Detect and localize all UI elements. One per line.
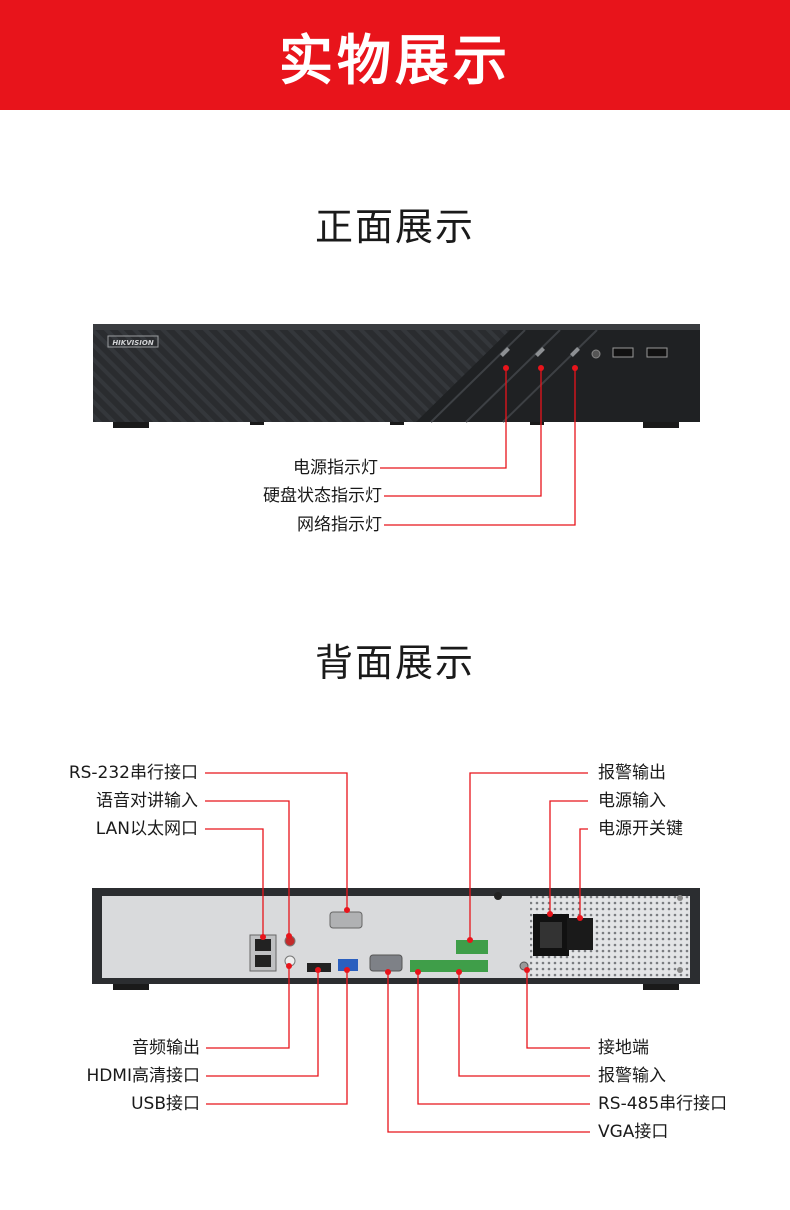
- power-switch-icon: [567, 918, 593, 950]
- front-section-title: 正面展示: [314, 205, 475, 249]
- back-leader-lines: [205, 772, 590, 1133]
- front-leader-lines: [380, 368, 576, 526]
- back-label-voice-input: 语音对讲输入: [96, 791, 198, 811]
- back-label-usb: USB接口: [131, 1094, 200, 1114]
- front-label-network-led: 网络指示灯: [297, 515, 382, 535]
- back-section-title: 背面展示: [314, 641, 475, 685]
- back-label-alarm-out: 报警输出: [598, 763, 666, 783]
- front-screw-icon: [591, 349, 601, 359]
- power-led: [500, 347, 510, 357]
- hdd-led: [535, 347, 545, 357]
- front-label-power-led: 电源指示灯: [293, 458, 378, 478]
- rs485-terminal-icon: [410, 960, 450, 972]
- header-banner: 实物展示: [0, 0, 790, 110]
- back-label-audio-out: 音频输出: [132, 1038, 200, 1058]
- back-label-lan: LAN以太网口: [95, 819, 198, 839]
- usb-port-icon: [338, 959, 358, 971]
- alarm-in-terminal-icon: [450, 960, 488, 972]
- back-label-power-switch: 电源开关键: [598, 819, 683, 839]
- back-label-vga: VGA接口: [598, 1122, 669, 1142]
- banner-title: 实物展示: [279, 28, 511, 92]
- front-brand-logo: HIKVISION: [112, 339, 154, 347]
- front-usb-port-2: [646, 347, 668, 358]
- front-device: HIKVISION: [93, 324, 700, 428]
- front-label-hdd-led: 硬盘状态指示灯: [263, 486, 382, 506]
- back-label-alarm-in: 报警输入: [598, 1066, 666, 1086]
- vga-port-icon: [369, 954, 403, 972]
- back-label-power-input: 电源输入: [598, 791, 666, 811]
- rs232-port-icon: [329, 911, 363, 929]
- alarm-out-terminal-icon: [456, 940, 488, 954]
- back-device: [92, 888, 700, 990]
- front-usb-port-1: [612, 347, 634, 358]
- back-label-hdmi: HDMI高清接口: [86, 1066, 200, 1086]
- back-label-ground: 接地端: [598, 1038, 649, 1058]
- back-label-rs232: RS-232串行接口: [68, 763, 198, 783]
- network-led: [570, 347, 580, 357]
- back-label-rs485: RS-485串行接口: [598, 1094, 728, 1114]
